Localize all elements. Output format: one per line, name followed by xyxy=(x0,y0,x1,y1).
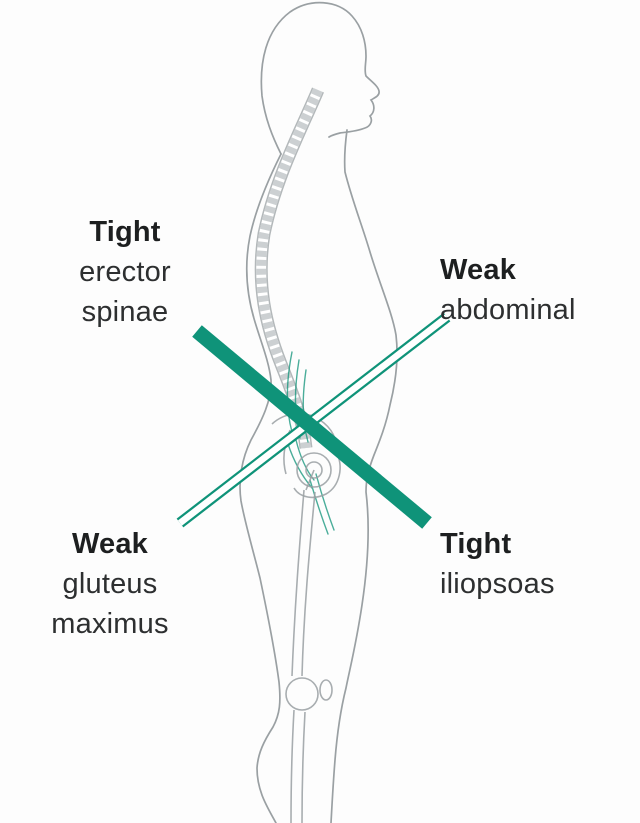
label-tight-iliopsoas: Tight iliopsoas xyxy=(440,524,555,604)
muscle-fibers xyxy=(286,351,335,535)
label-line: erector xyxy=(79,256,171,288)
label-emphasis: Tight xyxy=(89,216,161,248)
body-outline xyxy=(239,1,398,823)
front-outline xyxy=(330,129,398,823)
label-line: abdominal xyxy=(440,294,576,326)
label-line: iliopsoas xyxy=(440,568,555,600)
tight-cross-line xyxy=(192,325,432,529)
label-emphasis: Weak xyxy=(71,528,149,560)
spine xyxy=(254,87,324,449)
back-outline xyxy=(239,153,282,823)
label-emphasis: Tight xyxy=(440,528,512,560)
label-weak-gluteus-maximus: Weak gluteus maximus xyxy=(15,524,205,644)
label-weak-abdominal: Weak abdominal xyxy=(440,250,576,330)
label-tight-erector-spinae: Tight erector spinae xyxy=(30,212,220,332)
label-emphasis: Weak xyxy=(440,254,517,286)
label-line: maximus xyxy=(51,608,169,640)
label-line: spinae xyxy=(81,296,169,328)
leg-bones xyxy=(285,469,333,823)
head-outline xyxy=(260,1,380,155)
label-line: gluteus xyxy=(62,568,158,600)
